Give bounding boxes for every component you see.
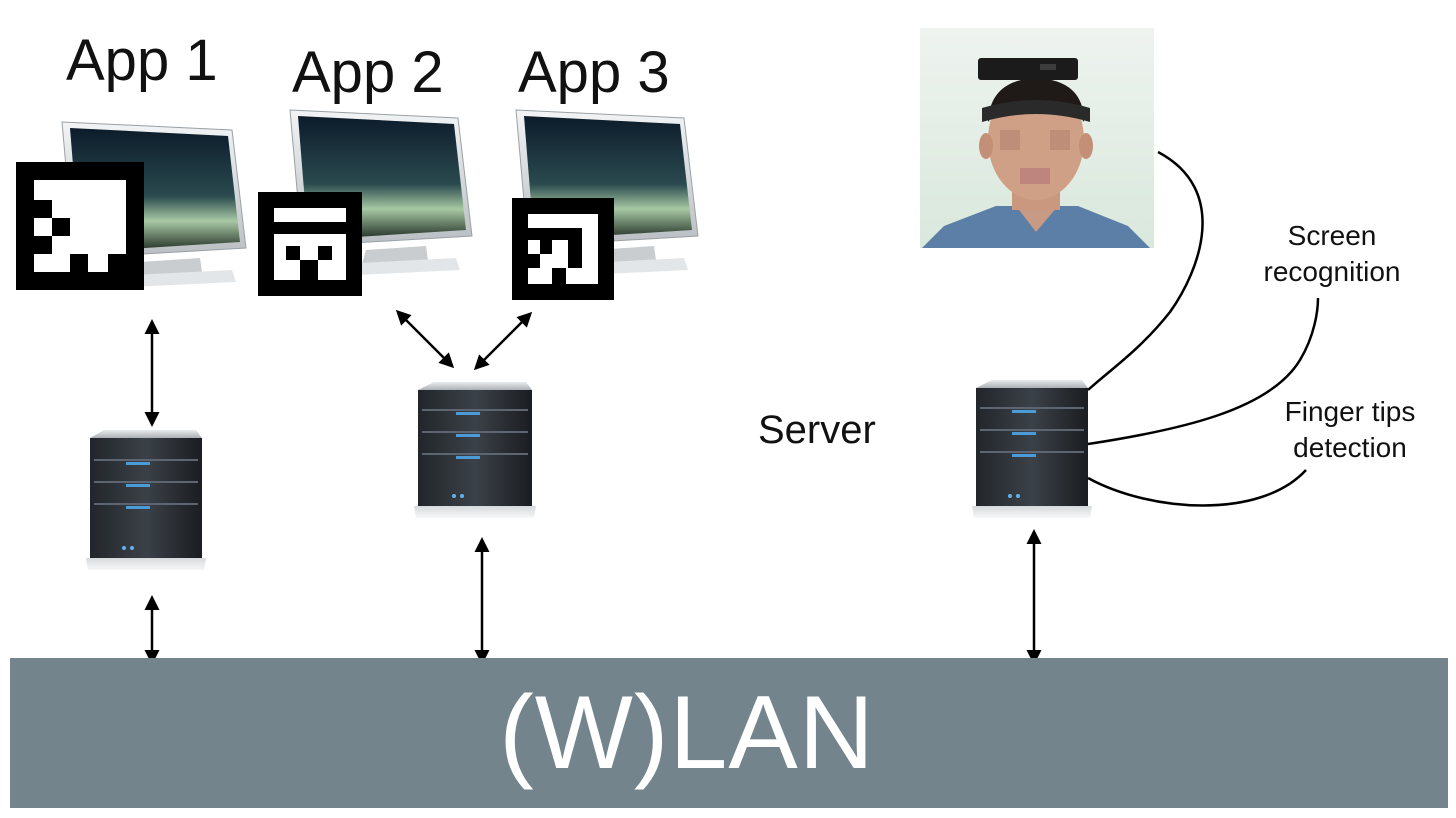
wlan-label: (W)LAN <box>499 674 875 791</box>
app-3-label: App 3 <box>518 40 670 105</box>
curve-photo-server <box>1087 150 1204 391</box>
arrows <box>144 309 1042 665</box>
server-2 <box>414 382 536 518</box>
curve-finger-tips <box>1087 469 1307 507</box>
arrow-app2-server2 <box>395 309 455 369</box>
screen-recognition-label: Screen recognition <box>1254 218 1410 291</box>
marker-3 <box>512 198 614 300</box>
arrow-app3-server2 <box>473 311 533 371</box>
connector-curves <box>1087 150 1320 507</box>
finger-tips-label: Finger tips detection <box>1272 394 1428 467</box>
marker-2 <box>258 192 362 296</box>
curve-screen-recognition <box>1087 297 1320 446</box>
user-photo <box>920 28 1154 248</box>
wlan-bar: (W)LAN <box>10 658 1448 808</box>
server-1 <box>86 430 206 570</box>
finger-tips-line-1: Finger tips <box>1284 396 1416 427</box>
finger-tips-line-2: detection <box>1293 432 1407 464</box>
app-1-label: App 1 <box>66 28 218 93</box>
app-2-label: App 2 <box>292 40 444 105</box>
marker-1 <box>16 162 144 290</box>
screen-recognition-line-1: Screen <box>1287 220 1377 251</box>
server-label: Server <box>758 408 876 452</box>
server-3 <box>972 380 1092 518</box>
screen-recognition-line-2: recognition <box>1263 256 1401 288</box>
